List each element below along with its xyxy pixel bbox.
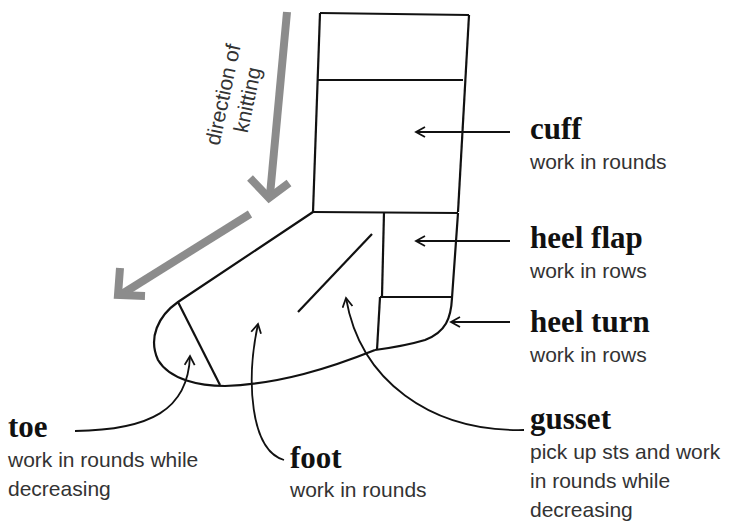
part-note: work in rows xyxy=(530,341,730,370)
part-note: work in rounds xyxy=(530,148,730,177)
direction-label: direction of knitting xyxy=(198,33,272,161)
part-name: heel turn xyxy=(530,306,650,339)
part-name: cuff xyxy=(530,113,582,146)
part-name: toe xyxy=(8,411,48,444)
part-name: foot xyxy=(290,442,342,475)
leader-line xyxy=(75,132,524,460)
part-note: work in rows xyxy=(530,257,730,286)
part-note: work in rounds while decreasing xyxy=(8,446,203,504)
sock-outline xyxy=(154,13,469,386)
part-name: gusset xyxy=(530,403,611,436)
part-name: heel flap xyxy=(530,222,643,255)
part-note: pick up sts and work in rounds while dec… xyxy=(530,438,722,525)
part-note: work in rounds xyxy=(290,476,490,505)
direction-arrow xyxy=(118,12,289,296)
